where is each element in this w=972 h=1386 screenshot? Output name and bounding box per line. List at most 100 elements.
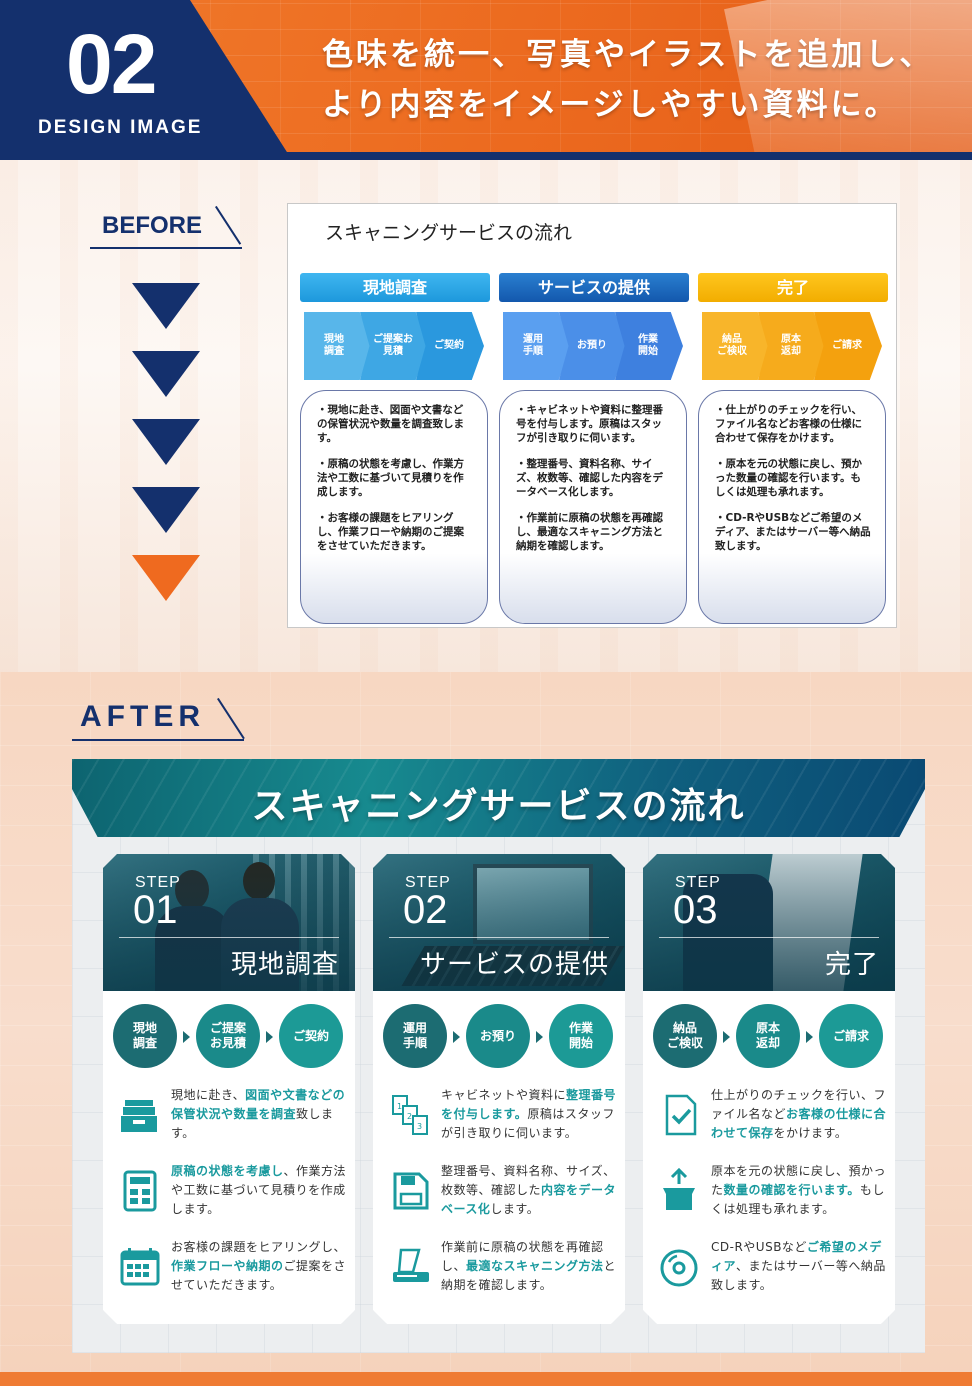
step-item-text: 作業前に原稿の状態を再確認し、最適なスキャニング方法と納期を確認します。 xyxy=(441,1238,617,1295)
step-item-text: CD-RやUSBなどご希望のメディア、またはサーバー等へ納品致します。 xyxy=(711,1238,887,1295)
item-text-plain: 原稿はスタッフが引き取りに伺います。 xyxy=(441,1107,615,1140)
before-column-head: 現地調査 xyxy=(300,273,490,302)
before-column-text-box: ・現地に赴き、図面や文書などの保管状況や数量を調査致します。 ・原稿の状態を考慮… xyxy=(300,390,488,624)
person-head xyxy=(243,862,275,900)
before-paragraph: ・キャビネットや資料に整理番号を付与します。原稿はスタッフが引き取りに伺います。 xyxy=(516,404,663,444)
step-name: 現地調査 xyxy=(230,950,339,980)
step-label: STEP xyxy=(405,874,451,891)
step-divider xyxy=(389,937,609,938)
before-paragraph: ・仕上がりのチェックを行い、ファイル名などお客様の仕様に合わせて保存をかけます。 xyxy=(715,404,862,444)
arrow-right-icon xyxy=(266,1031,273,1043)
after-label: AFTER xyxy=(80,700,205,733)
item-text-highlight: お客様の仕様に合わせて保存 xyxy=(711,1107,887,1140)
before-chevron: 納品 ご検収 xyxy=(702,312,770,380)
step-number: 01 xyxy=(133,888,178,932)
arrow-right-icon xyxy=(453,1031,460,1043)
before-chevron: ご契約 xyxy=(416,312,484,380)
header-bottom-bar xyxy=(0,152,972,160)
item-text-plain: をかけます。 xyxy=(773,1126,848,1140)
section-subtitle: DESIGN IMAGE xyxy=(38,117,203,138)
checked-document-icon xyxy=(665,1094,697,1136)
after-title-banner xyxy=(72,759,925,837)
step-item: CD-RやUSBなどご希望のメディア、またはサーバー等へ納品致します。 xyxy=(657,1238,889,1302)
before-chevron: 現地 調査 xyxy=(304,312,372,380)
before-column-3: 完了 納品 ご検収 原本 返却 ご請求 ・仕上がりのチェックを行い、ファイル名な… xyxy=(698,273,888,624)
before-paragraph: ・CD-RやUSBなどご希望のメディア、またはサーバー等へ納品致します。 xyxy=(715,512,871,552)
before-chevron: ご請求 xyxy=(814,312,882,380)
step-circle: 原本 返却 xyxy=(736,1004,800,1068)
numbered-files-icon: 1 2 3 xyxy=(392,1095,428,1135)
step-item-text: お客様の課題をヒアリングし、作業フローや納期のご提案をさせていただきます。 xyxy=(171,1238,347,1295)
step-circle: 作業 開始 xyxy=(549,1004,613,1068)
calculator-icon xyxy=(123,1170,157,1212)
arrow-right-icon xyxy=(536,1031,543,1043)
item-text-highlight: 原稿の状態を考慮し xyxy=(171,1164,284,1178)
arrow-right-icon xyxy=(723,1031,730,1043)
item-text-plain: お客様の課題をヒアリングし、 xyxy=(171,1240,347,1254)
item-text-plain: 作業前に原稿の状態を再確認し、 xyxy=(441,1240,604,1273)
step-name: サービスの提供 xyxy=(419,950,609,980)
scanner-icon xyxy=(393,1248,429,1282)
header-title-line-2: より内容をイメージしやすい資料に。 xyxy=(322,87,899,123)
before-chevron: お預り xyxy=(559,312,627,380)
before-chevron: 運用 手順 xyxy=(503,312,571,380)
step-item-text: 原本を元の状態に戻し、預かった数量の確認を行います。もしくは処理も承れます。 xyxy=(711,1162,887,1219)
down-arrow-icon-orange xyxy=(132,555,200,601)
step-item: 1 2 3 キャビネットや資料に整理番号を付与します。原稿はスタッフが引き取りに… xyxy=(387,1086,619,1150)
after-label-underline xyxy=(72,739,244,741)
arrow-right-icon xyxy=(806,1031,813,1043)
step-circle: 運用 手順 xyxy=(383,1004,447,1068)
step-circle: 現地 調査 xyxy=(113,1004,177,1068)
archive-box-icon xyxy=(121,1100,157,1132)
after-slide-title: スキャニングサービスの流れ xyxy=(251,786,746,827)
return-box-icon xyxy=(663,1167,695,1210)
step-circle-row: 現地 調査 ご提案 お見積 ご契約 xyxy=(103,1004,355,1070)
step-item: 作業前に原稿の状態を再確認し、最適なスキャニング方法と納期を確認します。 xyxy=(387,1238,619,1302)
step-circle: ご契約 xyxy=(279,1004,343,1068)
step-item-text: 現地に赴き、図面や文書などの保管状況や数量を調査致します。 xyxy=(171,1086,347,1143)
before-chevron-row: 納品 ご検収 原本 返却 ご請求 xyxy=(698,312,888,380)
before-paragraph: ・原本を元の状態に戻し、預かった数量の確認を行います。もしくは処理も承れます。 xyxy=(715,458,862,498)
before-column-text-box: ・キャビネットや資料に整理番号を付与します。原稿はスタッフが引き取りに伺います。… xyxy=(499,390,687,624)
monitor-illustration xyxy=(473,864,593,944)
before-paragraph: ・現地に赴き、図面や文書などの保管状況や数量を調査致します。 xyxy=(317,404,464,444)
before-column-2: サービスの提供 運用 手順 お預り 作業 開始 ・キャビネットや資料に整理番号を… xyxy=(499,273,689,624)
step-name: 完了 xyxy=(824,950,879,980)
step-item: 原本を元の状態に戻し、預かった数量の確認を行います。もしくは処理も承れます。 xyxy=(657,1162,889,1226)
step-photo-staff: STEP 01 現地調査 xyxy=(103,854,355,991)
before-column-head: 完了 xyxy=(698,273,888,302)
disc-icon xyxy=(660,1249,698,1287)
down-arrow-icon xyxy=(132,487,200,533)
down-arrow-icon xyxy=(132,351,200,397)
step-circle: ご提案 お見積 xyxy=(196,1004,260,1068)
step-item: 現地に赴き、図面や文書などの保管状況や数量を調査致します。 xyxy=(117,1086,349,1150)
step-divider xyxy=(119,937,339,938)
step-photo-computer: STEP 02 サービスの提供 xyxy=(373,854,625,991)
before-paragraph: ・お客様の課題をヒアリングし、作業フローや納期のご提案をさせていただきます。 xyxy=(317,512,464,552)
step-item: 仕上がりのチェックを行い、ファイル名などお客様の仕様に合わせて保存をかけます。 xyxy=(657,1086,889,1150)
item-text-highlight: 最適なスキャニング方法 xyxy=(466,1259,604,1273)
header-title-line-1: 色味を統一、写真やイラストを追加し、 xyxy=(322,37,934,73)
item-text-plain: と納期を確認します。 xyxy=(441,1259,617,1292)
item-text-highlight: 作業フローや納期の xyxy=(171,1259,284,1273)
before-chevron: ご提案お 見積 xyxy=(360,312,428,380)
before-chevron-row: 現地 調査 ご提案お 見積 ご契約 xyxy=(300,312,490,380)
item-text-plain: 仕上がりのチェックを行い、ファイル名など xyxy=(711,1088,887,1121)
svg-text:2: 2 xyxy=(407,1112,412,1121)
step-card-1: STEP 01 現地調査 現地 調査 ご提案 お見積 ご契約 現地に赴き、図面や… xyxy=(103,854,355,1324)
before-label-underline xyxy=(90,247,242,249)
before-paragraph: ・原稿の状態を考慮し、作業方法や工数に基づいて見積りを作成します。 xyxy=(317,458,464,498)
item-text-plain: 原本を元の状態に戻し、預かった xyxy=(711,1164,887,1197)
bottom-bar xyxy=(0,1372,972,1386)
svg-text:3: 3 xyxy=(417,1122,422,1131)
step-circle: お預り xyxy=(466,1004,530,1068)
item-text-plain: ご提案をさせていただきます。 xyxy=(171,1259,347,1292)
step-item: 原稿の状態を考慮し、作業方法や工数に基づいて見積りを作成します。 xyxy=(117,1162,349,1226)
item-text-highlight: 内容をデータベース化 xyxy=(441,1183,617,1216)
step-circle-row: 納品 ご検収 原本 返却 ご請求 xyxy=(643,1004,895,1070)
item-text-plain: キャビネットや資料に xyxy=(441,1088,567,1102)
step-item-text: 原稿の状態を考慮し、作業方法や工数に基づいて見積りを作成します。 xyxy=(171,1162,347,1219)
header-banner: 02 DESIGN IMAGE 色味を統一、写真やイラストを追加し、 より内容を… xyxy=(0,0,972,160)
step-circle: ご請求 xyxy=(819,1004,883,1068)
step-circle: 納品 ご検収 xyxy=(653,1004,717,1068)
